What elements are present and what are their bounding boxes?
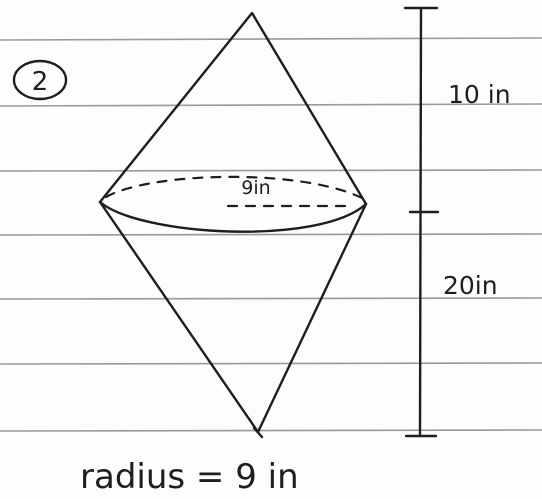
bottom-height-label: 20in (443, 271, 498, 300)
problem-number: 2 (32, 67, 49, 97)
ruled-lines (0, 37, 542, 432)
bottom-apex (252, 426, 264, 439)
base-ellipse-front (98, 200, 368, 233)
height-dimension-bar (403, 6, 440, 438)
top-cone-sides (98, 11, 368, 206)
radius-caption: radius = 9 in (80, 457, 299, 497)
radius-label: 9in (241, 177, 270, 199)
top-height-label: 10 in (448, 80, 511, 109)
problem-number-circle (12, 59, 68, 101)
bottom-cone-sides (98, 200, 368, 434)
base-ellipse-back (104, 175, 364, 200)
